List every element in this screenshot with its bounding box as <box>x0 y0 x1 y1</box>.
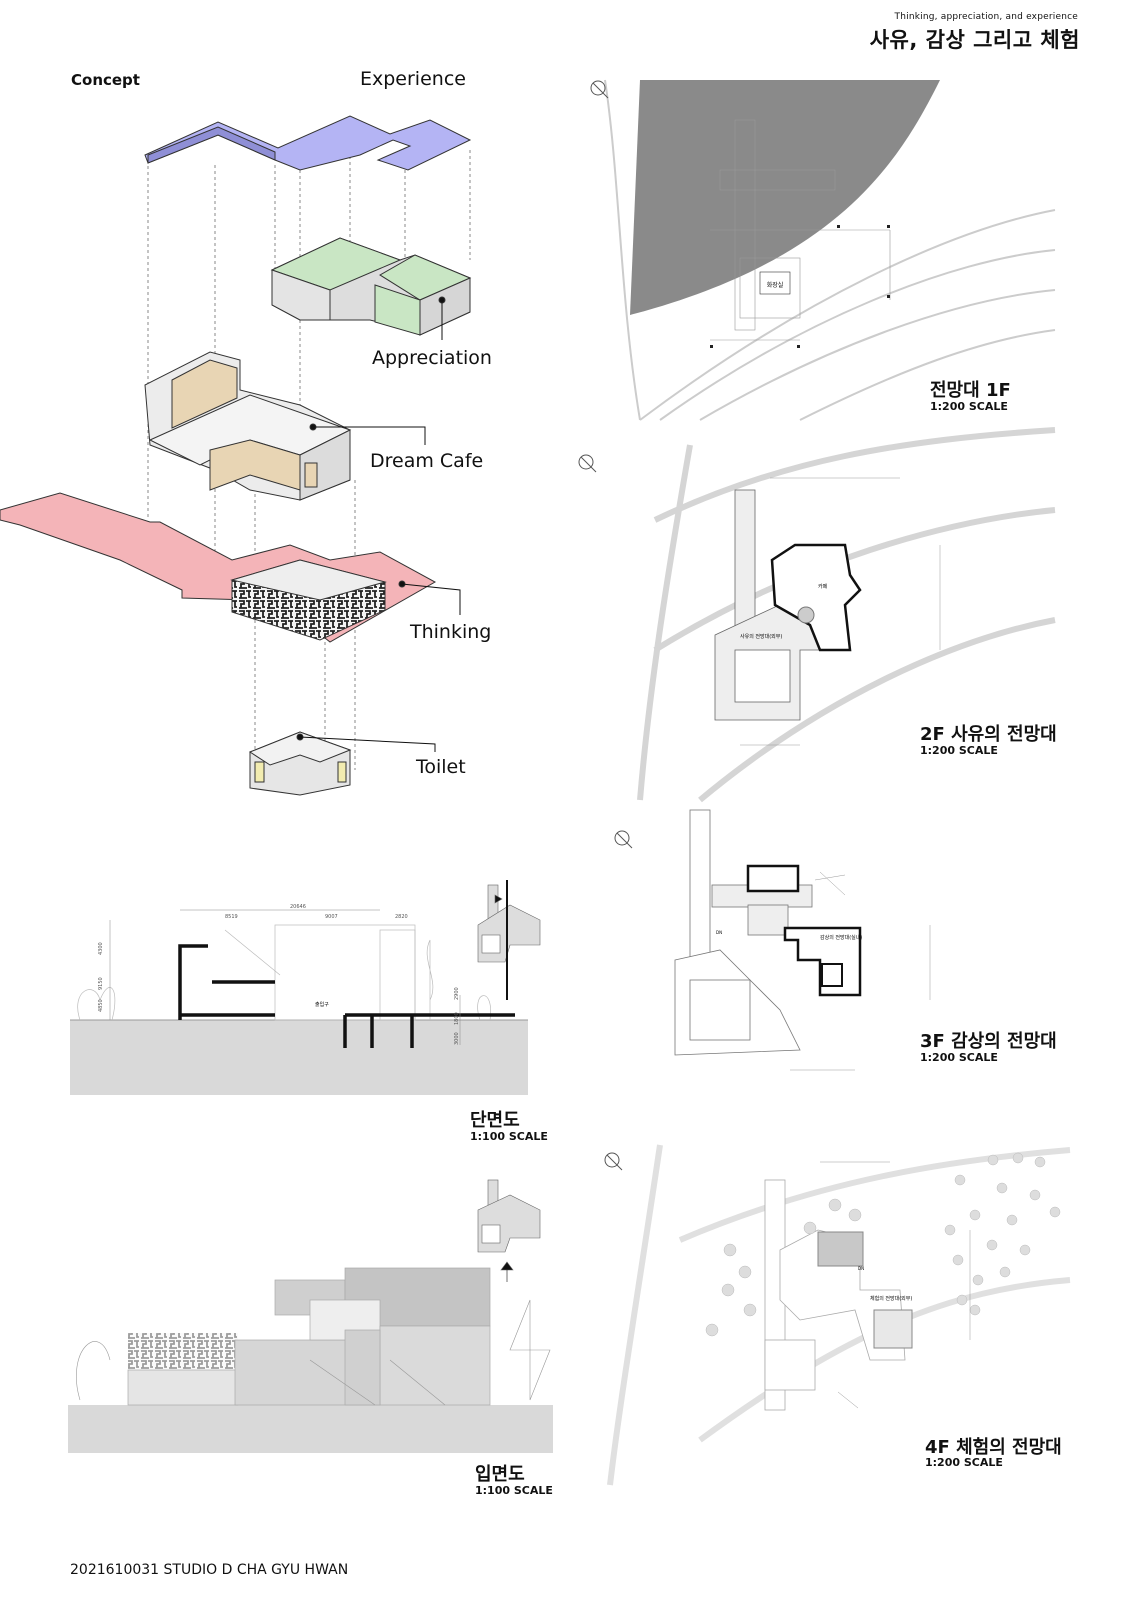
section-dim-9: 3000 <box>454 1032 460 1045</box>
plan-4f-drawing: 체험의 전망대(외부) DN <box>604 1144 1071 1486</box>
plan-2f-scale: 1:200 SCALE <box>920 744 998 757</box>
plan-2f-title: 2F 사유의 전망대 <box>920 724 1057 745</box>
section-dim-6: 4850 <box>98 999 104 1012</box>
section-dim-3: 2820 <box>395 914 408 920</box>
elevation-scale: 1:100 SCALE <box>475 1484 553 1497</box>
section-drawing: 20646 8519 9007 2820 4300 9150 4850 2900… <box>70 880 541 1095</box>
thinking-layer <box>0 492 461 643</box>
appreciation-label: Appreciation <box>372 347 492 369</box>
section-scale: 1:100 SCALE <box>470 1130 548 1143</box>
plan-2f-drawing: 카페 사유의 전망대(외부) <box>578 427 1056 803</box>
plan-4f-outdoor-label: 체험의 전망대(외부) <box>870 1295 912 1302</box>
key-plan-icon <box>477 880 541 1000</box>
section-dim-total: 20646 <box>290 904 306 910</box>
tree-icon <box>705 1152 1061 1337</box>
footer-credit: 2021610031 STUDIO D CHA GYU HWAN <box>70 1562 349 1578</box>
north-arrow-icon <box>614 830 633 849</box>
plan-3f-drawing: 감상의 전망대(실내) DN <box>614 809 931 1071</box>
elevation-drawing <box>68 1179 553 1453</box>
toilet-label: Toilet <box>416 756 466 778</box>
concept-axonometric <box>0 115 472 796</box>
dream-cafe-label: Dream Cafe <box>370 450 484 472</box>
section-dim-8: 1800 <box>454 1012 460 1025</box>
plan-4f-dn-label: DN <box>858 1266 864 1271</box>
section-dim-7: 2900 <box>454 987 460 1000</box>
experience-label: Experience <box>360 68 466 90</box>
section-title: 단면도 <box>470 1110 520 1131</box>
north-arrow-icon <box>578 454 597 473</box>
plan-1f-drawing: 화장실 <box>565 79 1056 421</box>
north-arrow-icon <box>590 80 609 99</box>
section-dim-2: 9007 <box>325 914 338 920</box>
plan-3f-dn-label: DN <box>716 930 722 935</box>
section-dim-5: 9150 <box>98 977 104 990</box>
elevation-title: 입면도 <box>475 1464 525 1485</box>
plan-4f-title: 4F 체험의 전망대 <box>925 1437 1062 1458</box>
plan-2f-outdoor-label: 사유의 전망대(외부) <box>740 633 782 640</box>
section-dim-4: 4300 <box>98 942 104 955</box>
concept-heading: Concept <box>71 71 140 89</box>
plan-1f-scale: 1:200 SCALE <box>930 400 1008 413</box>
plan-3f-title: 3F 감상의 전망대 <box>920 1031 1057 1052</box>
header-subtitle: Thinking, appreciation, and experience <box>894 12 1078 22</box>
plan-1f-title: 전망대 1F <box>930 380 1011 401</box>
north-arrow-icon <box>604 1152 623 1171</box>
section-dim-1: 8519 <box>225 914 238 920</box>
dream-cafe-layer <box>144 351 426 501</box>
plan-3f-indoor-label: 감상의 전망대(실내) <box>820 934 862 941</box>
appreciation-layer <box>270 237 472 340</box>
key-plan-icon <box>477 1179 541 1282</box>
plan-4f-scale: 1:200 SCALE <box>925 1456 1003 1469</box>
toilet-layer <box>248 731 436 796</box>
thinking-label: Thinking <box>410 621 492 643</box>
plan-2f-cafe-label: 카페 <box>818 583 828 590</box>
section-entrance-label: 출입구 <box>315 1001 329 1008</box>
header-title: 사유, 감상 그리고 체험 <box>869 28 1080 52</box>
plan-3f-scale: 1:200 SCALE <box>920 1051 998 1064</box>
plan-1f-room-label: 화장실 <box>767 281 784 289</box>
